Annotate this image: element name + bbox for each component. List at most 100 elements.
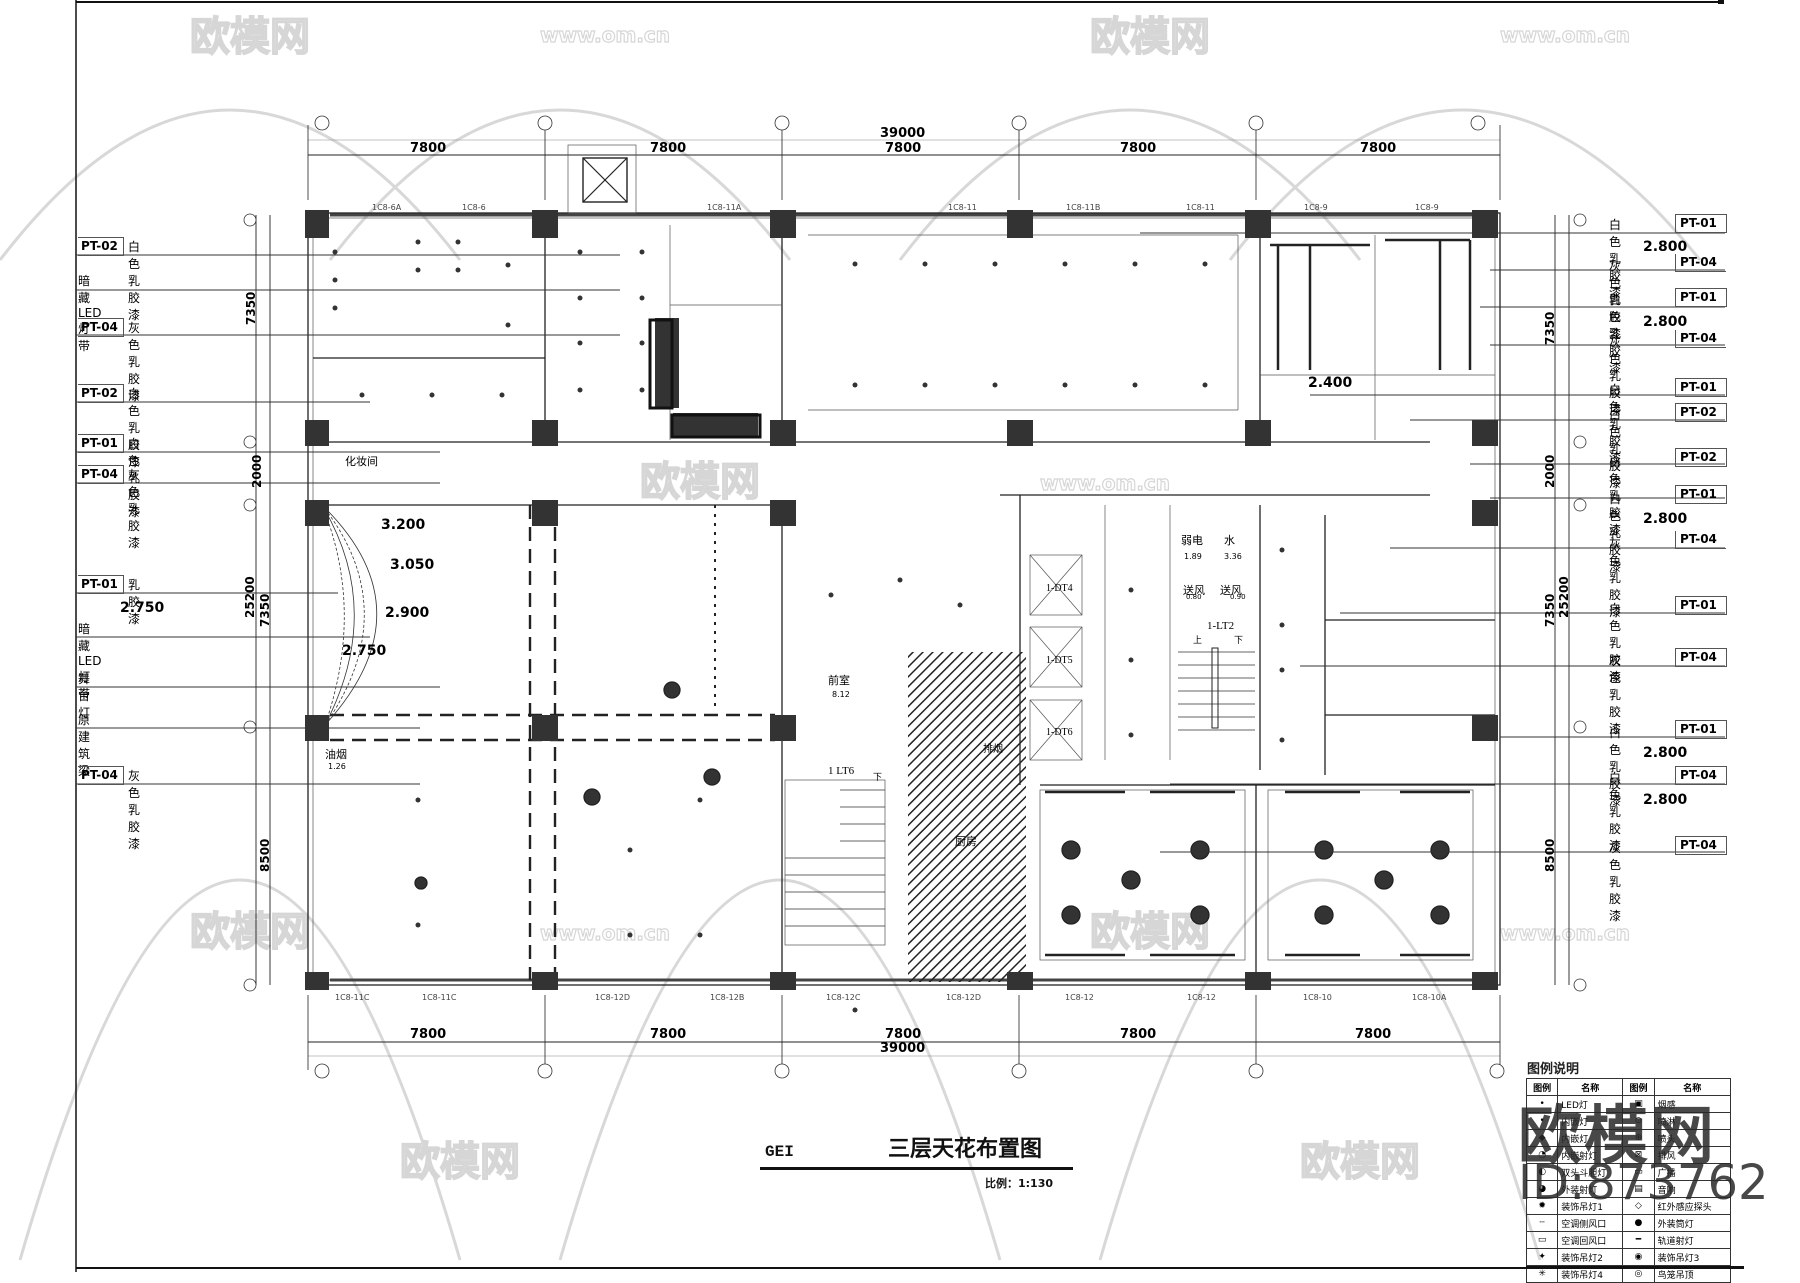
- finish-tag: PT-01: [1675, 720, 1727, 739]
- svg-text:www.om.cn: www.om.cn: [540, 921, 670, 945]
- finish-text: 暗藏LED灯带: [78, 274, 102, 353]
- window-label: 1C8-12D: [595, 993, 630, 1002]
- level-curve-4: 2.750: [342, 643, 387, 659]
- finish-tag-pt02: PT-02: [78, 237, 124, 256]
- room-water: 水: [1224, 534, 1235, 547]
- room-supply-air-1: 送风: [1183, 584, 1205, 597]
- level-curve-1: 3.200: [381, 517, 426, 533]
- dim-right-row-2: 2000: [1543, 454, 1557, 488]
- legend-symbol: ◉: [1622, 1248, 1655, 1266]
- vent-grille: [648, 318, 674, 410]
- bottom-dimensions: [307, 995, 1501, 1070]
- dim-top-bay-3: 7800: [885, 141, 922, 156]
- level-mark: 2.800: [1643, 745, 1688, 761]
- legend-header: 图例: [1622, 1078, 1655, 1096]
- dim-right-row-1: 7350: [1543, 311, 1557, 345]
- legend-row: ◆内嵌灯⊕喷头: [1525, 1129, 1732, 1147]
- level-mark: 2.800: [1643, 239, 1688, 255]
- finish-tag-pt01: PT-01: [78, 434, 124, 453]
- window-label: 1C8-12: [1065, 993, 1094, 1002]
- svg-text:欧模网: 欧模网: [1300, 1139, 1420, 1185]
- room-elevator-dt6: 1-DT6: [1046, 727, 1073, 738]
- dim-left-row-2: 2000: [250, 454, 264, 488]
- window-label: 1C8-6A: [372, 203, 402, 212]
- finish-tag: PT-02: [1675, 403, 1727, 422]
- room-kitchen: 厨房: [955, 835, 977, 848]
- dim-left-total: 25200: [243, 576, 257, 618]
- finish-text: 灰色乳胶漆: [128, 468, 141, 550]
- legend-name: 空调回风口: [1557, 1231, 1624, 1249]
- finish-text: 白色乳胶漆: [1609, 602, 1622, 684]
- finish-text: 白色乳胶漆: [128, 387, 141, 469]
- window-label: 1C8-11A: [707, 203, 742, 212]
- window-label: 1C8-9: [1415, 203, 1439, 212]
- level-mark: 2.800: [1643, 511, 1688, 527]
- legend-name: 外装筒灯: [1653, 1214, 1732, 1232]
- room-elevator-dt4: 1-DT4: [1046, 583, 1073, 594]
- dim-left-row-4: 8500: [258, 838, 272, 872]
- top-dimensions: [307, 125, 1501, 200]
- level-curve-2: 3.050: [390, 557, 435, 573]
- stair-down-label-lt6: 下: [873, 773, 883, 783]
- dim-left-row-1: 7350: [244, 291, 258, 325]
- finish-tag: PT-04: [1675, 836, 1727, 855]
- beam-outlines: [330, 505, 775, 980]
- legend-row: ◔内嵌射灯⊠排风: [1525, 1146, 1732, 1164]
- stair-down-label: 下: [1234, 636, 1244, 646]
- dim-right-total: 25200: [1557, 576, 1571, 618]
- finish-tag: PT-01: [1675, 485, 1727, 504]
- drawing-code: GEI: [765, 1143, 794, 1161]
- dim-left-row-3: 7350: [258, 593, 272, 627]
- finish-tag-pt04: PT-04: [78, 766, 124, 785]
- finish-text: 灰色乳胶漆: [1609, 335, 1622, 417]
- level-mark: 2.800: [1643, 792, 1688, 808]
- legend-title: 图例说明: [1527, 1062, 1580, 1077]
- room-stair-lt6: 1 LT6: [828, 765, 855, 777]
- svg-text:欧模网: 欧模网: [190, 909, 310, 955]
- grid-axis-bubbles: [243, 115, 1587, 1079]
- dim-bottom-bay-4: 7800: [1120, 1027, 1157, 1042]
- room-supply-air-2: 送风: [1220, 584, 1242, 597]
- room-weak-current-area: 1.89: [1184, 552, 1202, 561]
- svg-text:www.om.cn: www.om.cn: [1500, 921, 1630, 945]
- legend-row: ▭空调回风口━轨道射灯: [1525, 1231, 1732, 1249]
- legend-name: 装饰吊灯3: [1653, 1248, 1732, 1266]
- finish-text: 原建筑梁: [78, 713, 91, 778]
- finish-tag: PT-04: [1675, 531, 1726, 549]
- room-stair-lt2: 1-LT2: [1207, 620, 1235, 632]
- finish-text: 白色乳胶漆: [1609, 383, 1622, 465]
- window-label: 1C8-12: [1187, 993, 1216, 1002]
- window-label: 1C8-11C: [335, 993, 370, 1002]
- finish-text: 白色乳胶漆: [128, 437, 141, 519]
- finish-tag: PT-01: [1675, 378, 1727, 397]
- finish-text: 乳胶漆: [128, 578, 141, 626]
- room-smoke-exhaust: 排烟: [983, 744, 1003, 755]
- legend-name: 装饰吊灯2: [1557, 1248, 1624, 1266]
- watermark-id: ID:873762: [1518, 1155, 1769, 1211]
- window-label: 1C8-11: [948, 203, 977, 212]
- left-leader-lines: [76, 254, 620, 785]
- legend-underline: [1526, 1266, 1744, 1269]
- level-mark: 2.800: [1643, 314, 1688, 330]
- window-label: 1C8-11: [1186, 203, 1215, 212]
- dim-bottom-bay-2: 7800: [650, 1027, 687, 1042]
- right-leader-lines: [1140, 232, 1725, 853]
- watermark-brand: 欧模网: [1518, 1100, 1716, 1174]
- finish-text: 白色乳胶漆: [1609, 218, 1622, 300]
- svg-text:www.om.cn: www.om.cn: [540, 23, 670, 47]
- svg-text:www.om.cn: www.om.cn: [1040, 471, 1170, 495]
- finish-text: 白色乳胶漆: [1609, 726, 1622, 808]
- finish-tag-pt02: PT-02: [78, 384, 124, 403]
- dim-bottom-bay-3: 7800: [885, 1027, 922, 1042]
- legend-symbol: ▭: [1525, 1231, 1559, 1249]
- room-water-area: 3.36: [1224, 552, 1242, 561]
- finish-text: 白色乳胶漆: [1609, 455, 1622, 537]
- finish-text: 灰色乳胶漆: [1609, 259, 1622, 341]
- legend-name: 轨道射灯: [1653, 1231, 1732, 1249]
- window-label: 1C8-12D: [946, 993, 981, 1002]
- finish-tag-pt04: PT-04: [78, 318, 124, 337]
- room-supply-air-1-area: 0.80: [1186, 593, 1202, 601]
- structural-columns: [305, 210, 1498, 990]
- stair-up-label: 上: [1193, 636, 1203, 646]
